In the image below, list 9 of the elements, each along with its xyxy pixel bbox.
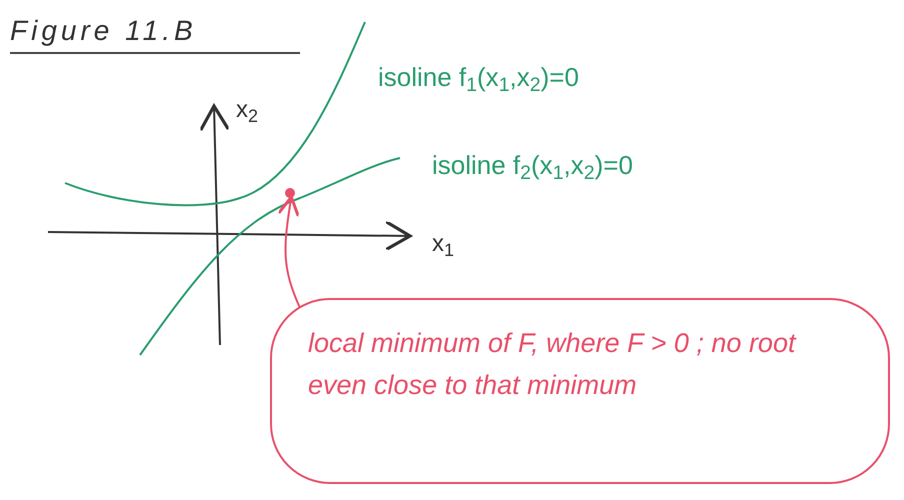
isoline-label: isoline f$_{1}$(x$_{1}$,x$_{2}$)=0 (378, 61, 579, 97)
speech-bubble (270, 298, 890, 484)
axis-label: x$_{1}$ (432, 229, 454, 262)
figure-title: Figure 11.B (10, 10, 300, 54)
axis-label: x$_{2}$ (236, 95, 258, 128)
arrow (277, 196, 301, 308)
isoline-label: isoline f$_{2}$(x$_{1}$,x$_{2}$)=0 (432, 149, 633, 185)
annotation-text: local minimum of F, where F > 0 ; no root even close to that minimum (308, 327, 798, 402)
minimum-point (285, 188, 295, 198)
